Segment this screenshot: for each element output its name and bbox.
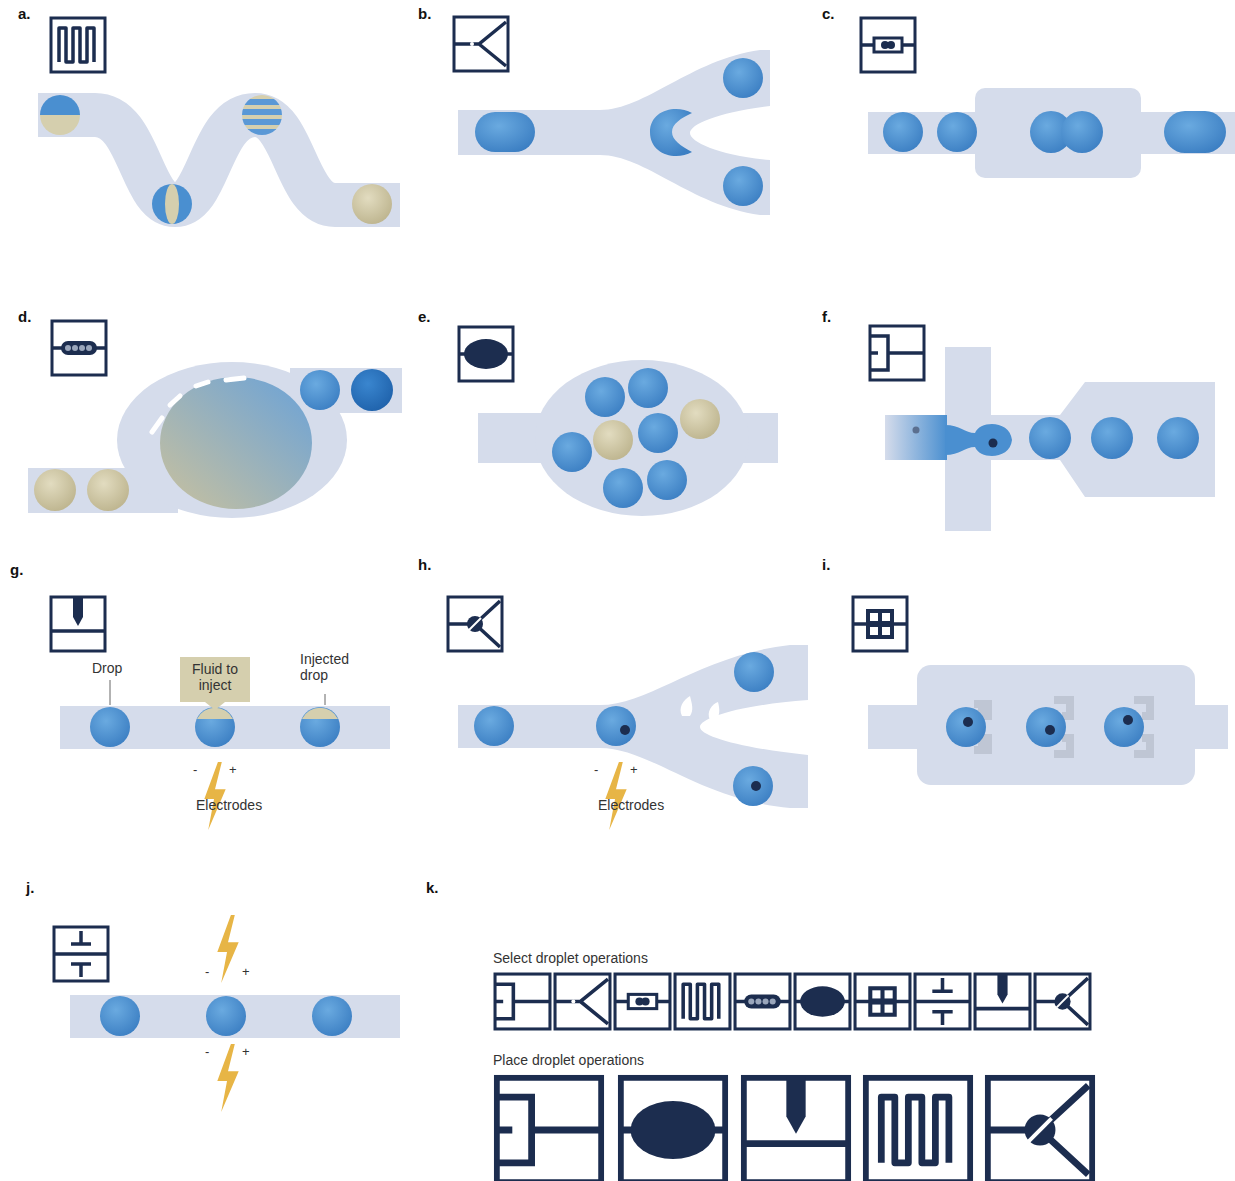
- panel-letter: i.: [822, 556, 830, 573]
- panel-d: [28, 321, 402, 518]
- panel-f: [870, 326, 1215, 531]
- panel-j: [54, 915, 400, 1112]
- operation-icons: [495, 974, 1092, 1181]
- panel-c: [861, 18, 1235, 178]
- panel-letter: b.: [418, 5, 431, 22]
- panel-letter: j.: [26, 879, 34, 896]
- panel-letter: e.: [418, 308, 431, 325]
- panel-letter: c.: [822, 5, 835, 22]
- part-label: Electrodes: [196, 797, 262, 813]
- panel-letter: h.: [418, 556, 431, 573]
- panel-b: [454, 17, 770, 215]
- panel-e: [459, 327, 778, 516]
- panel-letter: k.: [426, 879, 439, 896]
- polarity-sign: -: [193, 763, 197, 778]
- panel-a: [38, 18, 400, 224]
- polarity-sign: +: [630, 763, 638, 778]
- callout-box: Fluid to inject: [180, 657, 250, 702]
- panel-h: [448, 597, 808, 830]
- section-heading: Place droplet operations: [493, 1052, 644, 1068]
- polarity-sign: +: [242, 965, 250, 980]
- part-label: Electrodes: [598, 797, 664, 813]
- panel-letter: g.: [10, 561, 23, 578]
- polarity-sign: +: [242, 1045, 250, 1060]
- part-label: Drop: [92, 660, 122, 676]
- callout-text: Fluid to inject: [180, 657, 250, 693]
- callout-outline: [180, 657, 250, 710]
- polarity-sign: -: [205, 965, 209, 980]
- panel-g: [51, 597, 390, 830]
- polarity-sign: -: [205, 1045, 209, 1060]
- panel-letter: f.: [822, 308, 831, 325]
- polarity-sign: -: [594, 763, 598, 778]
- section-heading: Select droplet operations: [493, 950, 648, 966]
- panel-letter: d.: [18, 308, 31, 325]
- panel-i: [853, 597, 1228, 785]
- part-label: Injected drop: [300, 651, 370, 683]
- polarity-sign: +: [229, 763, 237, 778]
- panel-letter: a.: [18, 5, 31, 22]
